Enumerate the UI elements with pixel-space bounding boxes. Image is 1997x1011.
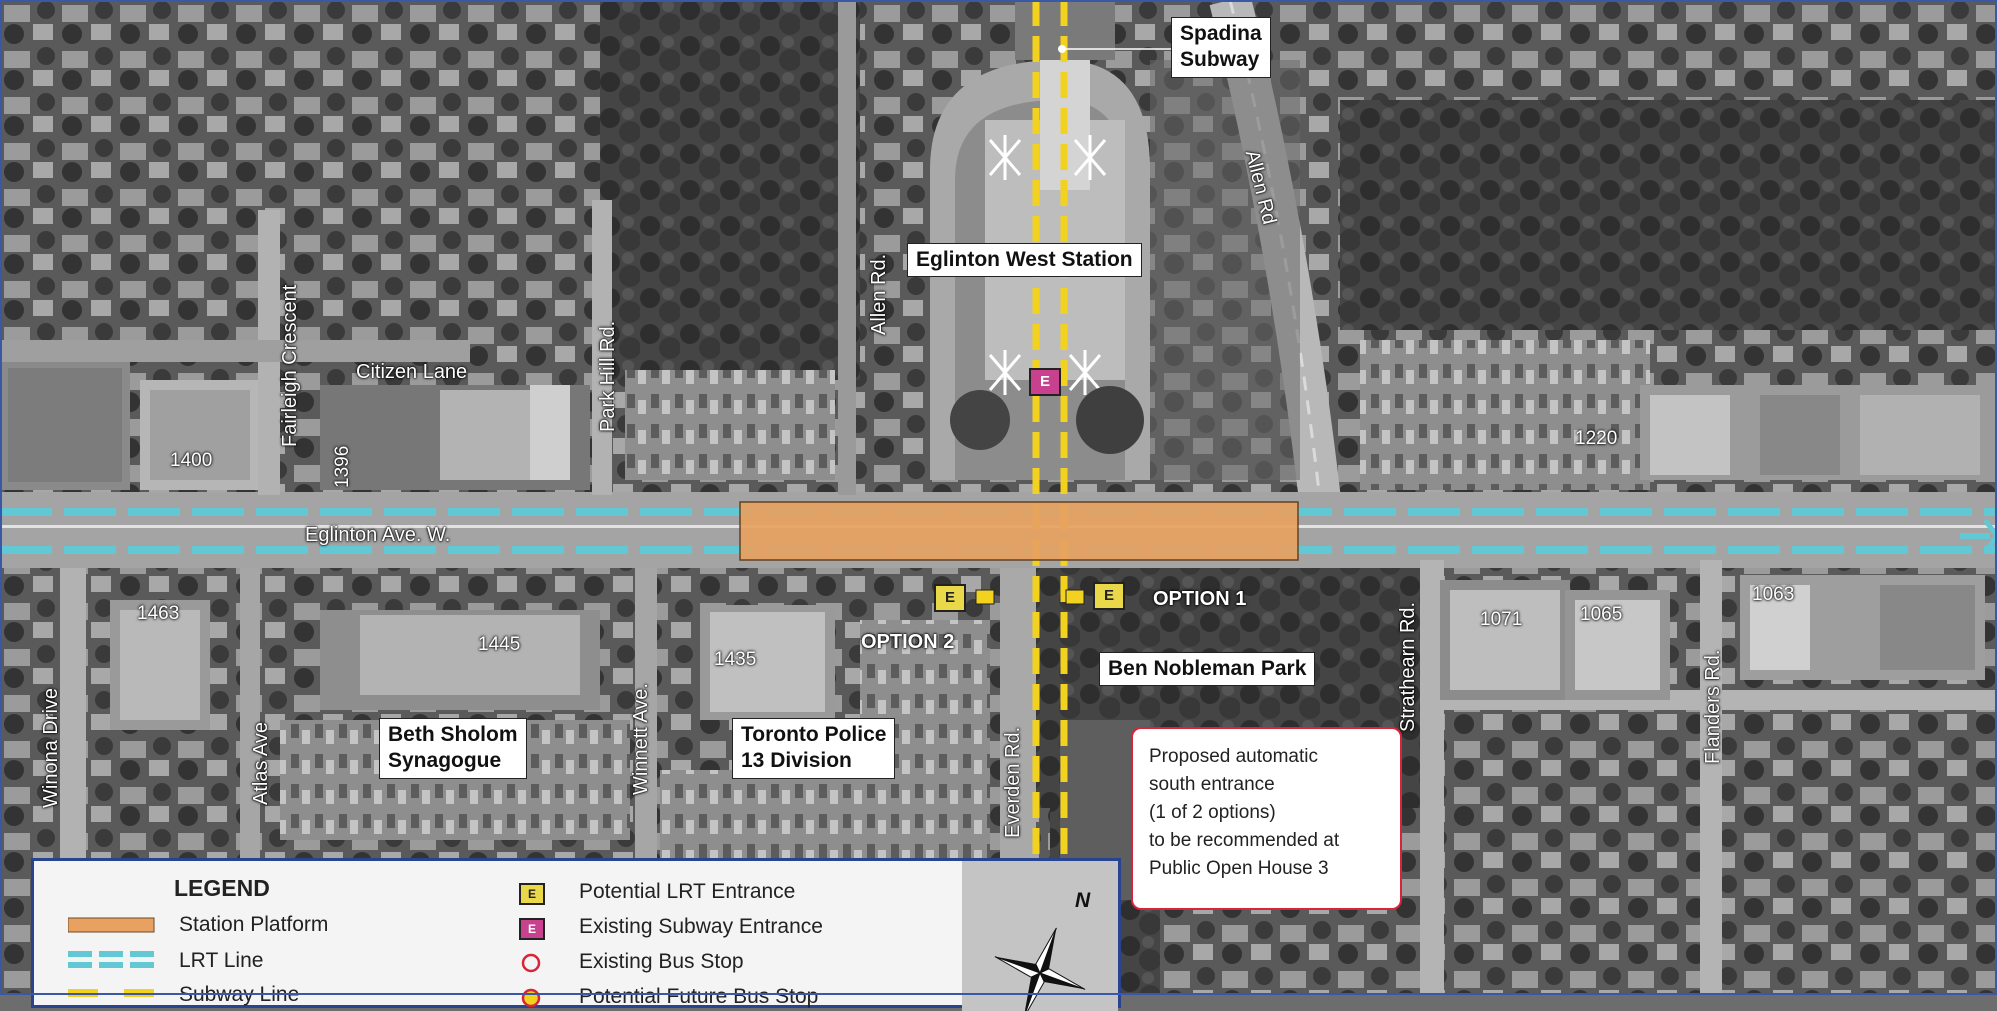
note-line: to be recommended at <box>1149 830 1340 851</box>
legend-potential-bus-stop: Potential Future Bus Stop <box>579 985 819 1008</box>
legend-subway-line: Subway Line <box>179 983 300 1006</box>
eglinton-west-station-label: Eglinton West Station <box>908 244 1141 277</box>
street-flanders-rd: Flanders Rd. <box>1702 649 1724 765</box>
station-platform-swatch <box>68 917 155 933</box>
street-winnett-ave: Winnett Ave. <box>630 683 652 795</box>
option-2-label: OPTION 2 <box>861 631 955 653</box>
building-number-1463: 1463 <box>137 603 180 624</box>
legend-existing-bus-stop: Existing Bus Stop <box>579 950 744 973</box>
legend-existing-subway-entrance: Existing Subway Entrance <box>579 915 823 938</box>
potential-lrt-entrance-option-2-icon: E <box>934 584 966 612</box>
street-citizen-lane: Citizen Lane <box>356 361 468 383</box>
note-line: Proposed automatic <box>1149 746 1318 767</box>
potential-bus-stop-icon <box>521 988 541 1008</box>
street-allen-rd-north: Allen Rd. <box>868 253 890 335</box>
street-winona-drive: Winona Drive <box>40 687 62 808</box>
note-line: (1 of 2 options) <box>1149 802 1276 823</box>
note-line: south entrance <box>1149 774 1275 795</box>
lrt-line-swatch <box>68 951 154 968</box>
potential-lrt-entrance-legend-icon: E <box>519 883 545 905</box>
legend-title: LEGEND <box>174 875 270 901</box>
street-eglinton-ave: Eglinton Ave. W. <box>305 524 451 546</box>
street-park-hill-rd: Park Hill Rd. <box>597 320 619 432</box>
ben-nobleman-park-label: Ben Nobleman Park <box>1100 653 1315 686</box>
building-number-1063: 1063 <box>1752 584 1795 605</box>
street-strathearn-rd: Strathearn Rd. <box>1397 601 1419 732</box>
potential-lrt-entrance-option-1-icon: E <box>1093 582 1125 610</box>
compass-north-label: N <box>1075 889 1091 912</box>
note-line: Public Open House 3 <box>1149 858 1329 879</box>
existing-subway-entrance-icon: E <box>1029 368 1061 396</box>
proposed-entrance-note: Proposed automatic south entrance (1 of … <box>1131 727 1402 910</box>
street-everden-rd: Everden Rd. <box>1002 726 1024 838</box>
building-number-1400: 1400 <box>170 450 213 471</box>
option-1-label: OPTION 1 <box>1153 588 1247 610</box>
legend-station-platform: Station Platform <box>179 913 329 936</box>
beth-sholom-label: Beth Sholom Synagogue <box>380 719 526 778</box>
building-number-1445: 1445 <box>478 634 521 655</box>
legend: LEGEND Station Platform LRT Line Subway … <box>31 858 1121 1011</box>
building-number-1220: 1220 <box>1575 428 1618 449</box>
street-fairleigh-crescent: Fairleigh Crescent <box>279 284 301 447</box>
spadina-subway-label: Spadina Subway <box>1172 18 1270 77</box>
existing-bus-stop-icon <box>521 953 541 973</box>
building-number-1435: 1435 <box>714 649 757 670</box>
existing-subway-entrance-legend-icon: E <box>519 918 545 940</box>
legend-potential-lrt-entrance: Potential LRT Entrance <box>579 880 796 903</box>
legend-lrt-line: LRT Line <box>179 949 264 972</box>
compass-rose-icon <box>994 927 1086 1011</box>
toronto-police-label: Toronto Police 13 Division <box>733 719 895 778</box>
street-atlas-ave: Atlas Ave <box>250 721 272 805</box>
building-number-1396: 1396 <box>332 445 353 488</box>
building-number-1065: 1065 <box>1580 604 1623 625</box>
building-number-1071: 1071 <box>1480 609 1523 630</box>
compass-panel: N <box>962 861 1118 1011</box>
subway-line-swatch <box>68 989 154 997</box>
